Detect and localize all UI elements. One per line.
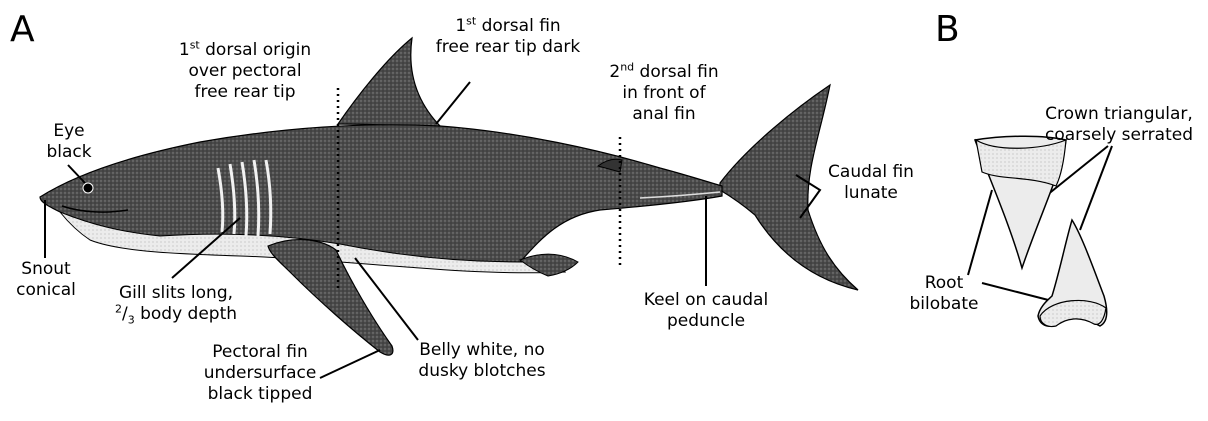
label-second-dorsal-fin: 2nd dorsal fin in front of anal fin: [604, 62, 724, 125]
label-eye: Eye black: [34, 121, 104, 163]
label-belly: Belly white, no dusky blotches: [408, 340, 556, 382]
panel-label-b: B: [935, 12, 960, 48]
label-keel: Keel on caudal peduncle: [636, 290, 776, 332]
label-caudal-fin: Caudal fin lunate: [818, 162, 924, 204]
label-crown: Crown triangular, coarsely serrated: [1036, 104, 1202, 146]
label-root: Root bilobate: [904, 273, 984, 315]
panel-label-a: A: [10, 12, 35, 48]
label-gill-slits: Gill slits long, 2/3 body depth: [101, 283, 251, 325]
label-pectoral-fin: Pectoral fin undersurface black tipped: [200, 342, 320, 405]
label-dorsal-origin: 1st dorsal origin over pectoral free rea…: [170, 40, 320, 103]
tooth-lower: [1038, 220, 1107, 327]
eye: [83, 183, 93, 193]
label-first-dorsal-fin: 1st dorsal fin free rear tip dark: [428, 16, 588, 58]
label-snout: Snout conical: [6, 259, 86, 301]
first-dorsal-fin: [338, 38, 442, 128]
